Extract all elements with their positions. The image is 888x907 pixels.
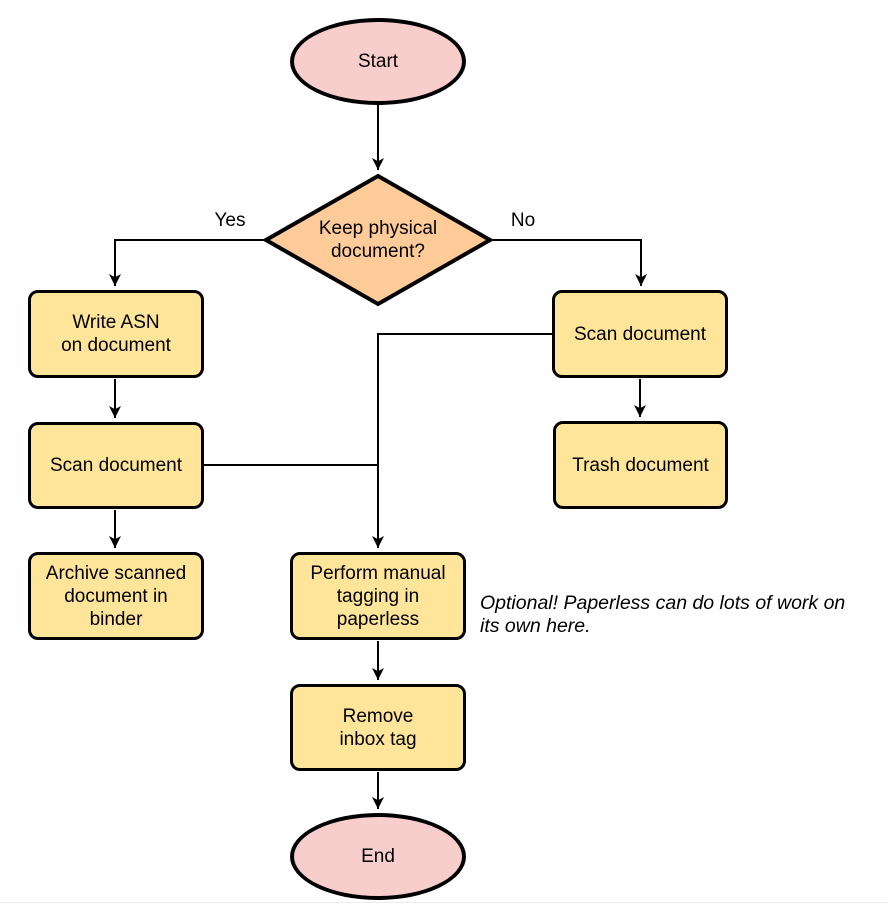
node-trash-document-label: Trash document (572, 454, 709, 476)
node-scan-document-right: Scan document (552, 290, 728, 378)
node-remove-inbox-tag-label: Remove inbox tag (339, 705, 417, 750)
decision-diamond-shape (263, 173, 493, 307)
node-trash-document: Trash document (553, 421, 728, 509)
edge-decision-no (491, 239, 647, 286)
node-remove-inbox-tag: Remove inbox tag (290, 684, 466, 771)
node-scan-document-left: Scan document (28, 422, 204, 509)
node-manual-tagging: Perform manual tagging in paperless (290, 552, 466, 640)
node-end: End (290, 813, 466, 900)
edge-decision-yes (109, 239, 264, 286)
edge-label-yes: Yes (206, 211, 254, 231)
edge-scanright-to-tagging (372, 333, 552, 548)
edge-label-no: No (502, 211, 544, 231)
node-write-asn-label: Write ASN on document (61, 312, 171, 356)
node-start-label: Start (357, 51, 399, 72)
page-bottom-rule (0, 902, 888, 903)
decision-diamond-polygon (263, 173, 493, 307)
node-start: Start (290, 18, 466, 105)
optional-note: Optional! Paperless can do lots of work … (480, 592, 846, 637)
node-decision: Keep physical document? (263, 173, 493, 307)
node-archive-binder: Archive scanned document in binder (28, 552, 204, 640)
node-archive-binder-label: Archive scanned document in binder (45, 562, 187, 630)
node-scan-document-right-label: Scan document (573, 323, 707, 345)
node-manual-tagging-label: Perform manual tagging in paperless (310, 562, 446, 630)
node-decision-label: Keep physical document? (318, 218, 438, 262)
node-write-asn: Write ASN on document (28, 290, 204, 378)
node-end-label: End (361, 846, 395, 867)
node-scan-document-left-label: Scan document (49, 455, 183, 476)
